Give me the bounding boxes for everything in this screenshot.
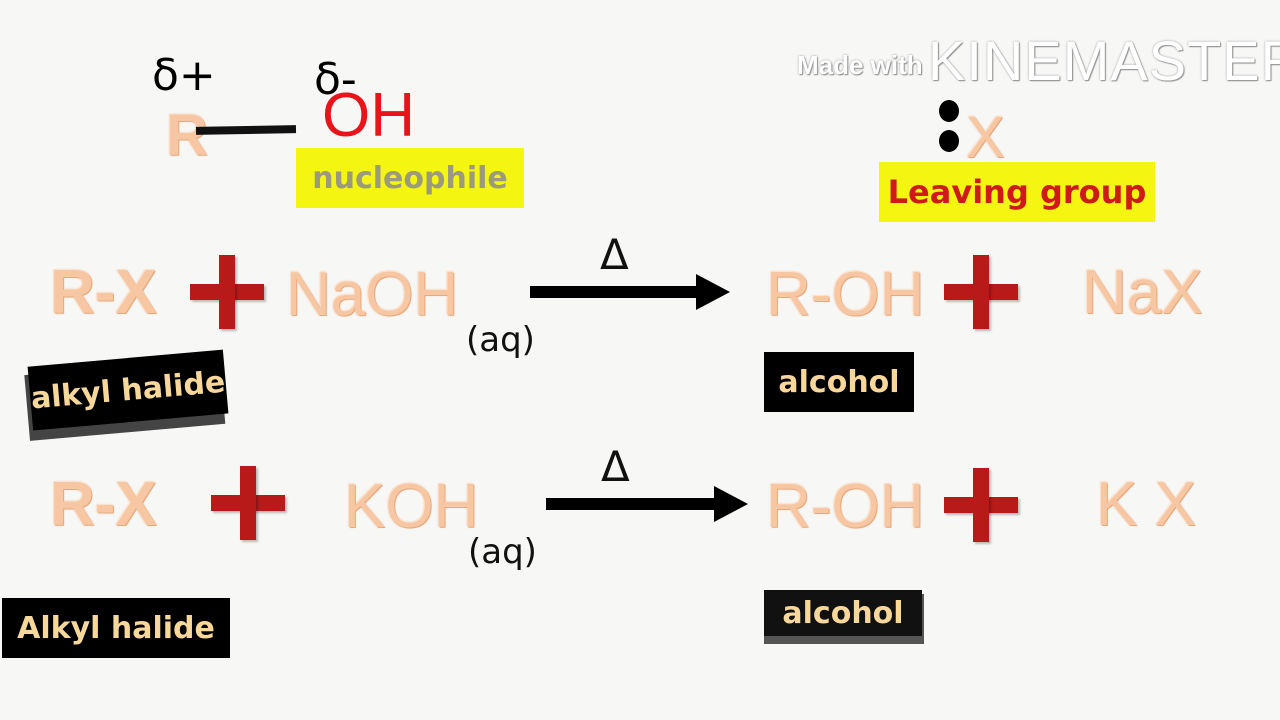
r1-product1: R-OH <box>766 260 925 329</box>
r2-reaction-arrow <box>546 484 750 524</box>
r-group-label: R <box>166 103 208 168</box>
r1-reactant-label-box: alkyl halide <box>24 349 231 441</box>
r1-plus-reactants <box>190 255 264 329</box>
r1-product-label: alcohol <box>764 352 914 412</box>
r2-reactant-label: Alkyl halide <box>2 598 230 658</box>
delta-plus-label: δ+ <box>152 50 216 101</box>
r2-product-label-box: alcohol <box>764 590 924 644</box>
r1-plus-products <box>944 255 1018 329</box>
r2-plus-products <box>944 468 1018 542</box>
watermark-made-with: Made with <box>797 50 923 80</box>
lone-pair-dots <box>937 98 961 158</box>
r2-reactant1: R-X <box>50 470 157 539</box>
delta-minus-label: δ- <box>314 54 357 105</box>
r2-product1: R-OH <box>766 472 925 541</box>
r2-plus-reactants <box>211 466 285 540</box>
r1-reactant1: R-X <box>50 258 157 327</box>
oh-label: OH <box>322 81 415 150</box>
r1-product2: NaX <box>1082 258 1203 327</box>
r2-product2: K X <box>1096 470 1196 539</box>
r2-heat-symbol: Δ <box>601 442 630 491</box>
watermark-brand: KINEMASTER <box>928 29 1280 92</box>
x-leaving-group: X <box>966 105 1005 170</box>
r1-aq-label: (aq) <box>466 320 535 360</box>
bond-line <box>195 125 297 135</box>
r2-product-label: alcohol <box>764 590 922 636</box>
r1-reaction-arrow <box>530 272 730 312</box>
r1-heat-symbol: Δ <box>600 230 629 279</box>
r2-aq-label: (aq) <box>468 532 537 572</box>
leaving-group-label: Leaving group <box>879 162 1155 222</box>
r1-reactant2: NaOH <box>286 260 459 329</box>
nucleophile-label: nucleophile <box>296 148 524 208</box>
r2-reactant2: KOH <box>344 472 479 541</box>
